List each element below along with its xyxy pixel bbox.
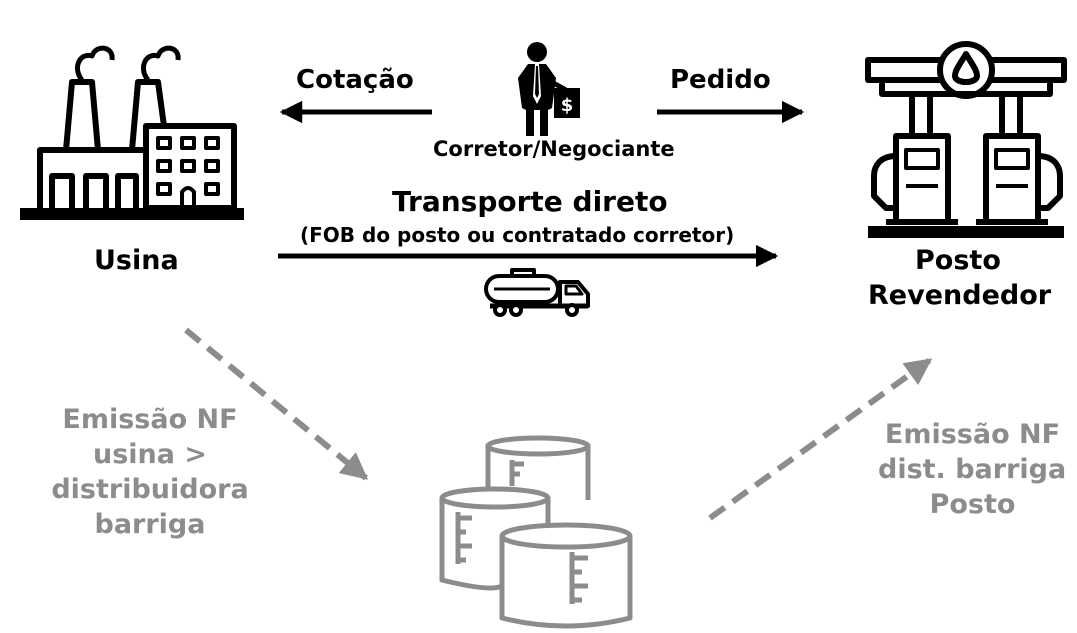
nf-usina-line: barriga [94,509,206,540]
businessman-icon: $ [518,42,580,136]
nf-usina-note: Emissão NF usina > distribuidora barriga [44,402,256,542]
transporte-subtitle: (FOB do posto ou contratado corretor) [300,223,735,247]
svg-text:$: $ [561,95,574,116]
storage-tanks-icon [439,435,633,629]
nf-posto-line: dist. barriga > [878,454,1077,485]
pedido-label: Pedido [670,65,771,95]
nf-posto-note: Emissão NF dist. barriga > Posto [868,417,1077,522]
cotacao-label: Cotação [296,65,414,95]
usina-label: Usina [94,245,179,276]
posto-label-line1: Posto [915,245,1001,276]
transporte-title: Transporte direto [392,185,668,218]
nf-usina-arrow [184,327,369,481]
corretor-label: Corretor/Negociante [433,137,675,161]
nf-posto-line: Emissão NF [884,419,1061,450]
posto-label-line2: Revendedor [868,280,1052,311]
nf-posto-line: Posto [929,489,1016,520]
nf-usina-line: usina > [92,439,207,470]
factory-icon [20,45,244,220]
nf-usina-line: Emissão NF [62,404,238,435]
nf-usina-line: distribuidora [51,474,249,505]
nf-posto-arrow [708,357,933,521]
tanker-truck-icon [484,268,590,317]
gas-station-icon [865,41,1067,238]
